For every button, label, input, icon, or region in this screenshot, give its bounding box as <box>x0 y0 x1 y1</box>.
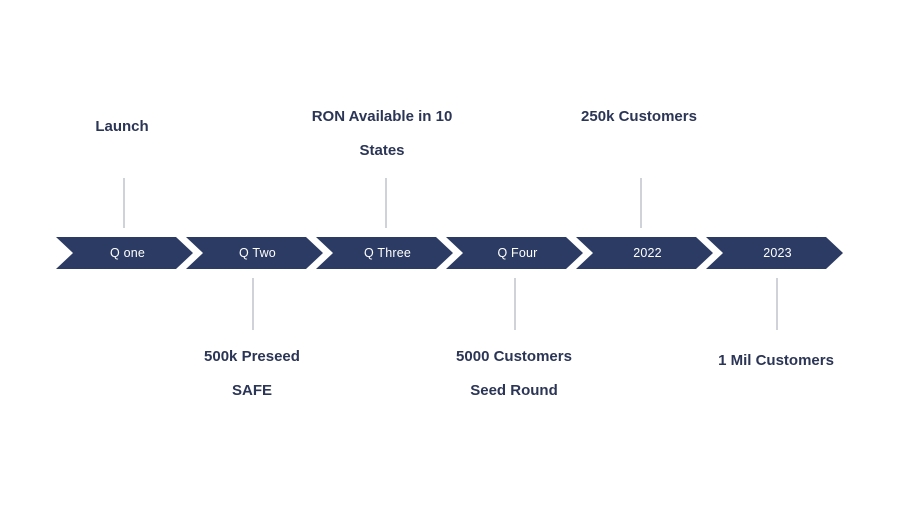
caption-line: States <box>359 142 405 159</box>
caption-line: SAFE <box>231 382 272 399</box>
caption-above-250k: 250k Customers <box>549 100 729 134</box>
connector-line-above-3 <box>385 178 387 228</box>
timeline-segment-label: 2022 <box>633 246 662 260</box>
caption-line: 5000 Customers <box>456 348 572 365</box>
caption-below-seed-round: 5000 Customers Seed Round <box>424 340 604 408</box>
connector-line-below-4 <box>514 278 516 330</box>
timeline-segment-q-four[interactable]: Q Four <box>446 237 583 269</box>
timeline-segment-2022[interactable]: 2022 <box>576 237 713 269</box>
caption-line: Launch <box>95 118 149 135</box>
timeline-segment-label: 2023 <box>763 246 792 260</box>
timeline-segment-label: Q one <box>109 246 146 260</box>
caption-line: Seed Round <box>470 382 558 399</box>
connector-line-below-2 <box>252 278 254 330</box>
caption-line: 1 Mil Customers <box>718 352 834 369</box>
caption-below-1mil: 1 Mil Customers <box>686 344 866 378</box>
timeline-segment-q-two[interactable]: Q Two <box>186 237 323 269</box>
timeline-segment-label: Q Two <box>239 246 276 260</box>
connector-line-below-6 <box>776 278 778 330</box>
timeline-band: Q one Q Two Q Three Q Four 2022 2023 <box>0 237 900 269</box>
caption-above-launch: Launch <box>42 110 202 144</box>
timeline-segment-q-three[interactable]: Q Three <box>316 237 453 269</box>
timeline-segment-label: Q Four <box>497 246 538 260</box>
connector-line-above-1 <box>123 178 125 228</box>
caption-below-preseed: 500k Preseed SAFE <box>162 340 342 408</box>
caption-line: 500k Preseed <box>204 348 300 365</box>
timeline-segment-q-one[interactable]: Q one <box>56 237 193 269</box>
caption-line: RON Available in 10 <box>311 108 453 125</box>
connector-line-above-5 <box>640 178 642 228</box>
timeline-segment-2023[interactable]: 2023 <box>706 237 843 269</box>
timeline-segment-label: Q Three <box>363 246 412 260</box>
caption-line: 250k Customers <box>581 108 697 125</box>
caption-above-ron: RON Available in 10 States <box>292 100 472 168</box>
